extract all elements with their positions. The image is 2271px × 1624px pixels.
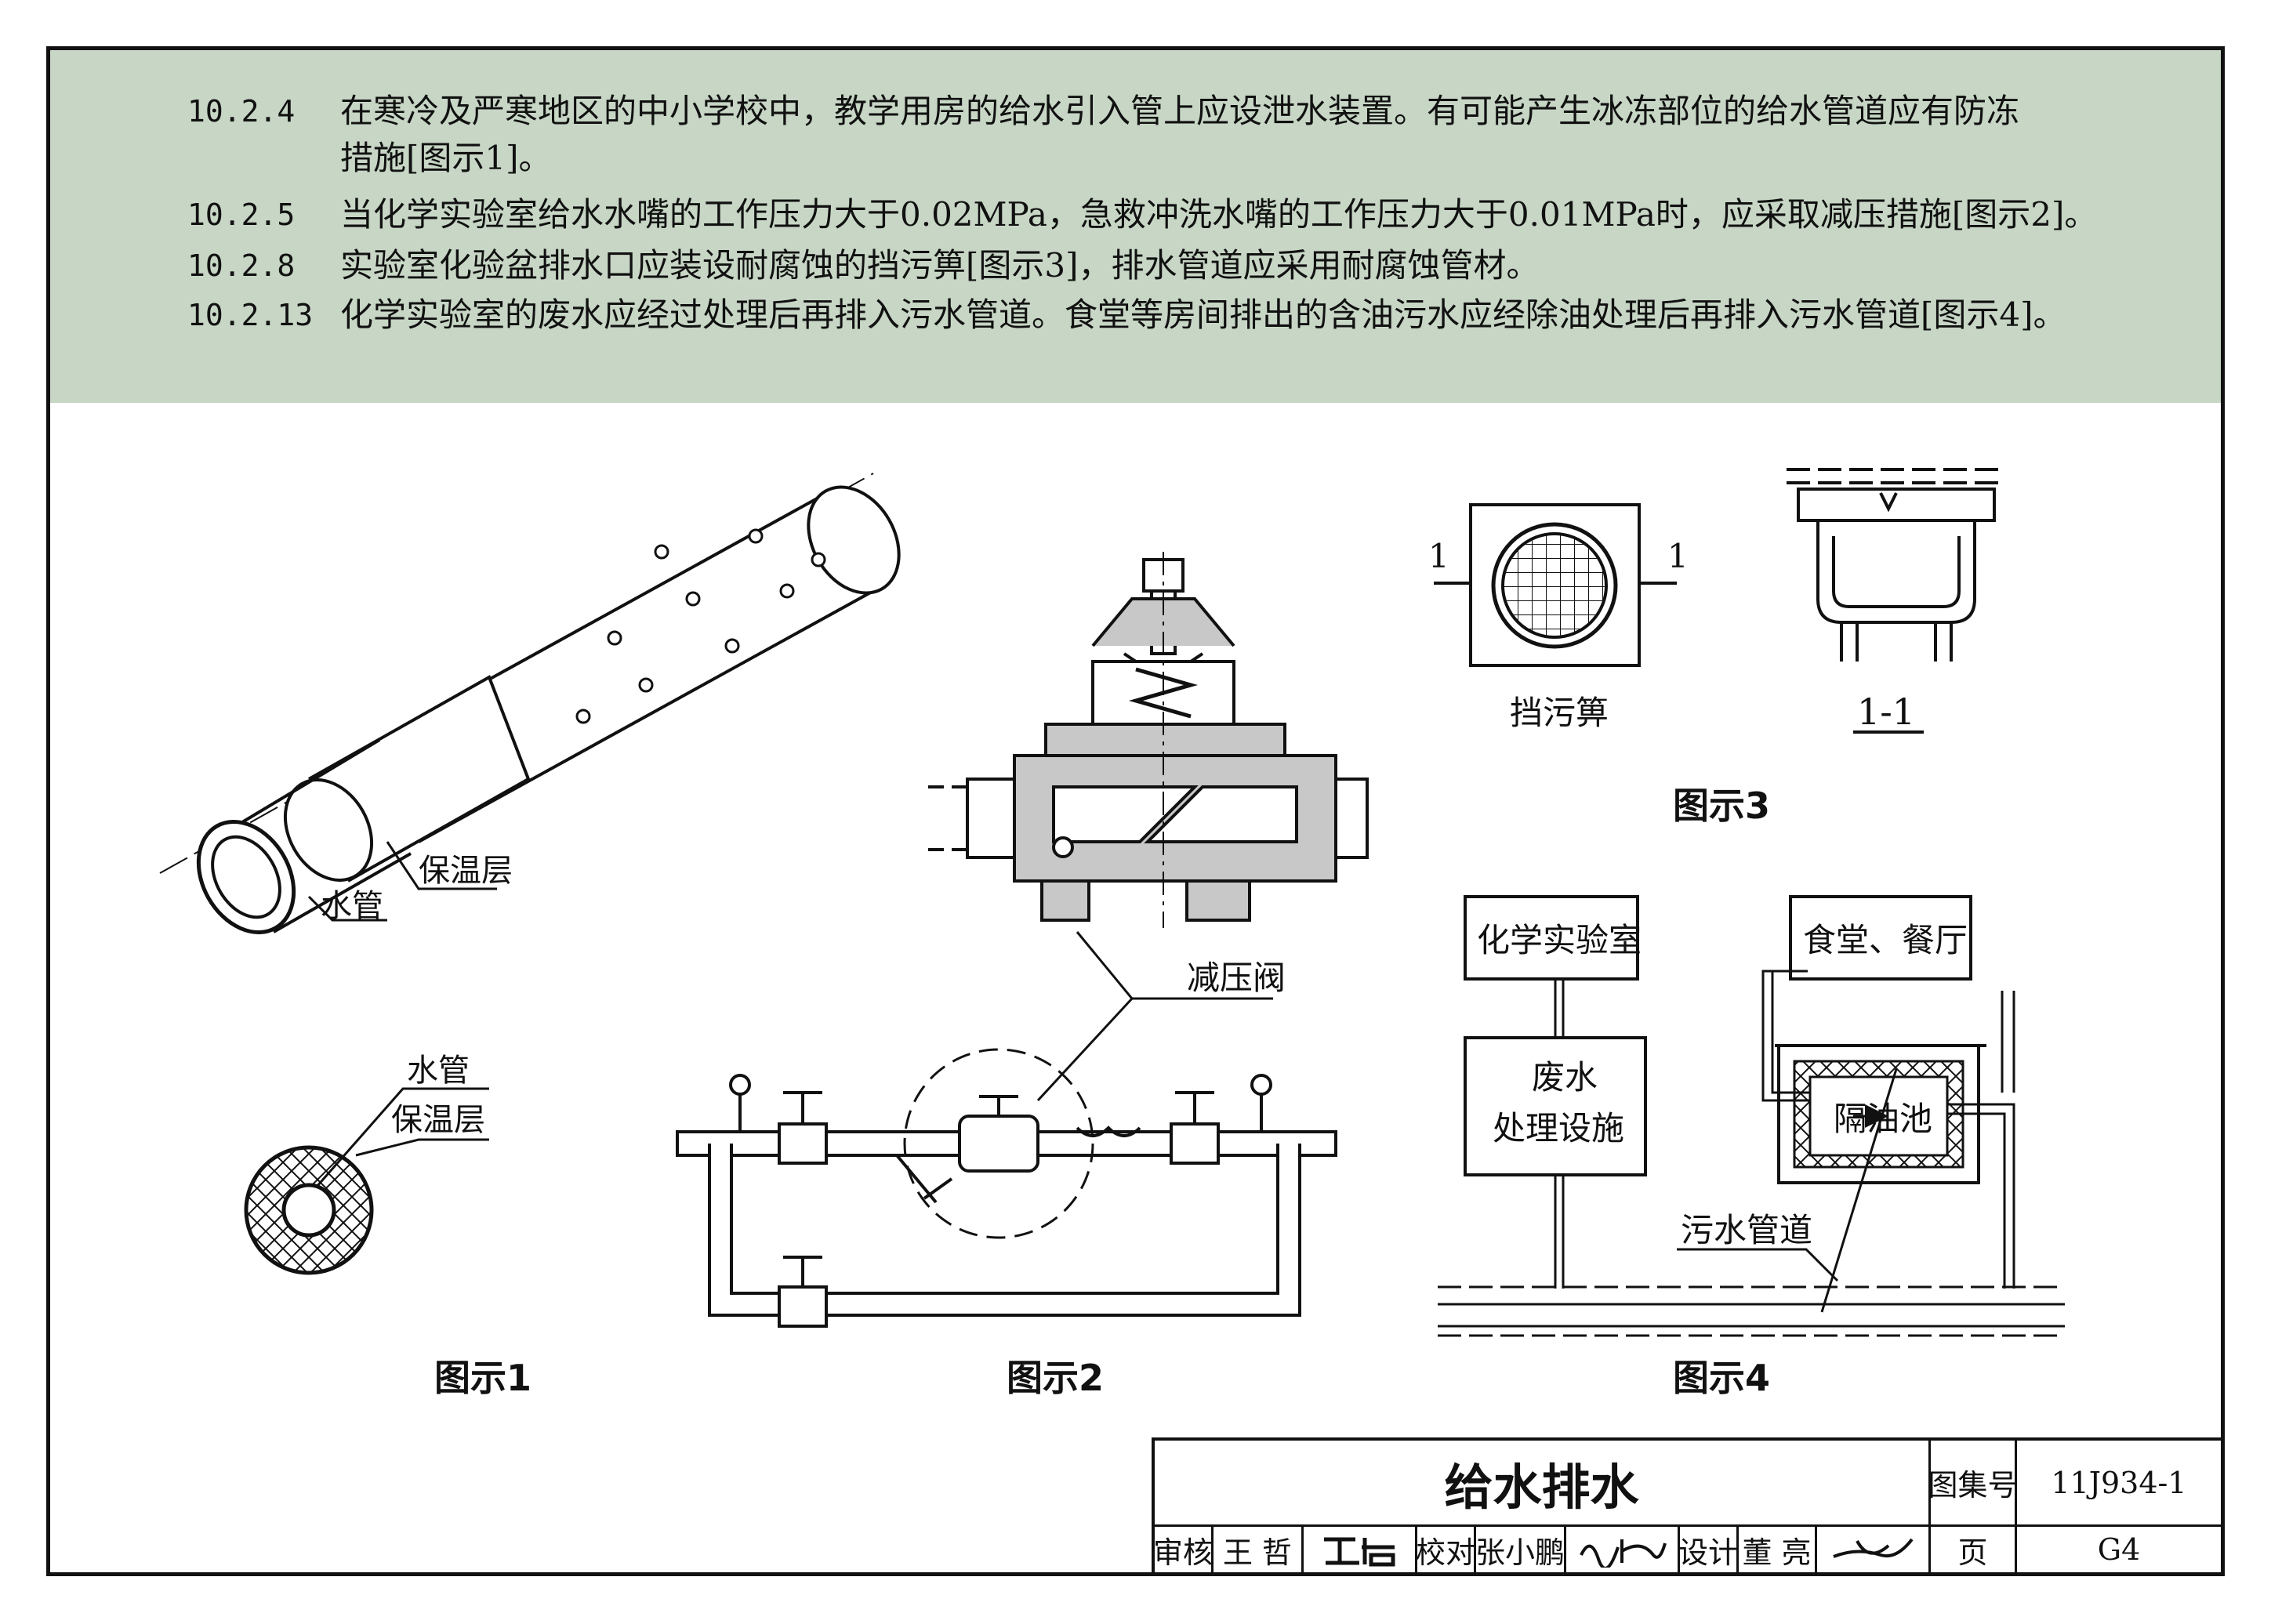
sheet-title: 给水排水 (1155, 1441, 1931, 1527)
drawings-canvas: 保温层 水管 水管 保温层 图示1 (159, 468, 2065, 1399)
fig2-caption: 图示2 (1007, 1357, 1104, 1399)
fig3-section-title: 1-1 (1857, 691, 1915, 733)
drawing-frame: 10.2.4 在寒冷及严寒地区的中小学校中，教学用房的给水引入管上应设泄水装置。… (46, 46, 2225, 1576)
atlas-number: 11J934-1 (2017, 1441, 2221, 1527)
fig1-pipe-label: 水管 (321, 888, 383, 924)
fig4-trap-label: 隔油池 (1834, 1100, 1932, 1138)
page-number: G4 (2097, 1532, 2141, 1567)
fig4-treatment-line2: 处理设施 (1493, 1109, 1624, 1147)
title-block: 给水排水 图集号 11J934-1 审核 王 哲 校对 张小鹏 设计 董 亮 页… (1152, 1437, 2221, 1572)
fig3-strainer-label: 挡污箅 (1510, 694, 1609, 732)
reviewer-signature-mark (1324, 1537, 1395, 1567)
fig1-caption: 图示1 (434, 1357, 531, 1399)
fig4-caption: 图示4 (1673, 1357, 1770, 1399)
fig1-section-insulation-label: 保温层 (391, 1102, 485, 1138)
fig2-reducing-valve-section (928, 552, 1369, 928)
fig4-sewer-label: 污水管道 (1681, 1211, 1812, 1249)
fig1-section-pipe-label: 水管 (407, 1053, 470, 1089)
fig1-insulation-label: 保温层 (419, 853, 513, 889)
atlas-number-label: 图集号 (1928, 1441, 2018, 1527)
fig3-caption: 图示3 (1673, 785, 1770, 827)
designer-signature-mark (1833, 1538, 1914, 1558)
checker-signature (1566, 1527, 1680, 1572)
fig1-pipe-section (244, 1087, 489, 1275)
fig3-strainer-section (1787, 468, 1998, 662)
design-label: 设计 (1678, 1527, 1739, 1572)
fig3-section-mark-right: 1 (1667, 537, 1689, 575)
fig4-treatment-line1: 废水 (1532, 1058, 1598, 1097)
checker-name: 张小鹏 (1475, 1527, 1566, 1572)
review-label: 审核 (1153, 1527, 1213, 1572)
fig4-lab-box: 化学实验室 (1477, 921, 1642, 959)
page-label: 页 (1931, 1527, 2017, 1572)
reviewer-signature (1304, 1527, 1417, 1572)
fig2-valve-label: 减压阀 (1187, 959, 1286, 997)
fig2-valve-bypass-assembly (676, 1048, 1337, 1328)
designer-signature (1817, 1527, 1931, 1572)
fig4-drainage-diagram (1438, 895, 2065, 1337)
code-clauses-panel: 10.2.4 在寒冷及严寒地区的中小学校中，教学用房的给水引入管上应设泄水装置。… (50, 50, 2221, 403)
check-label: 校对 (1416, 1527, 1476, 1572)
fig3-strainer-plan (1434, 503, 1677, 667)
designer-name: 董 亮 (1739, 1527, 1817, 1572)
fig4-canteen-box: 食堂、餐厅 (1803, 921, 1968, 959)
checker-signature-mark (1580, 1539, 1667, 1568)
reviewer-name: 王 哲 (1213, 1527, 1304, 1572)
fig1-insulated-pipe (159, 473, 901, 935)
fig3-section-mark-left: 1 (1428, 537, 1449, 575)
